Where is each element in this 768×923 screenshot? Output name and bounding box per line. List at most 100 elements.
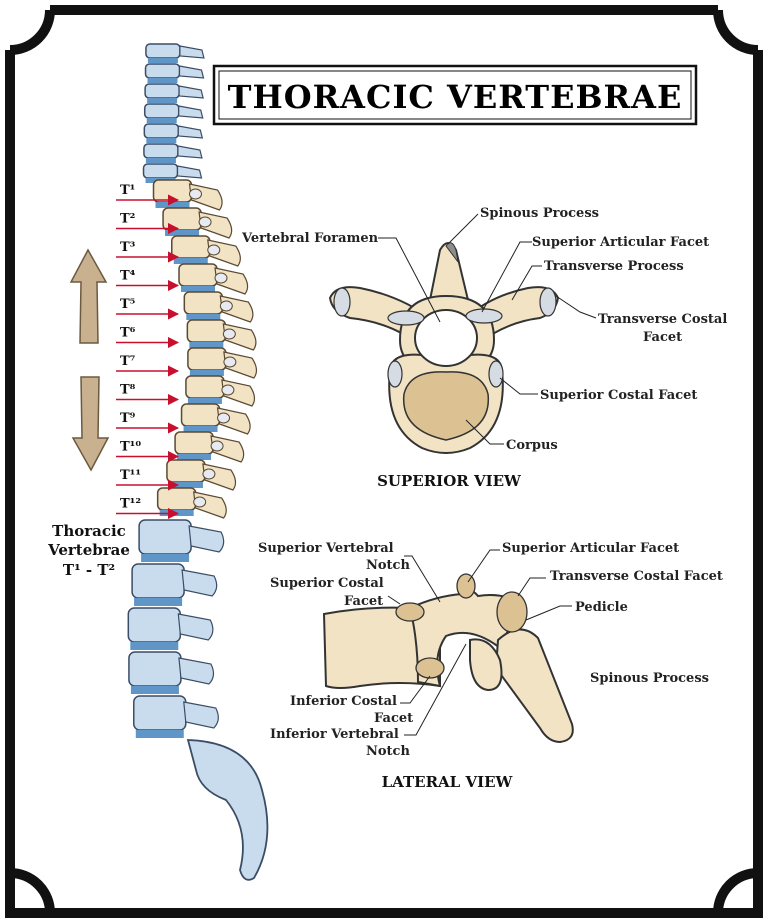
thoracic-facet <box>193 496 207 508</box>
label-superior-vertebral-notch-1: Superior Vertebral <box>258 541 394 556</box>
cervical-process <box>179 45 205 59</box>
cervical-process <box>178 85 204 99</box>
lumbar-vertebra <box>133 695 187 731</box>
lumbar-vertebra <box>138 519 192 555</box>
lumbar-process <box>178 657 215 685</box>
lumbar-disc <box>130 642 179 650</box>
label-superior-vertebral-notch-2: Notch <box>366 558 410 573</box>
label-superior-articular-facet-lateral: Superior Articular Facet <box>502 541 679 556</box>
spine-level-label: T¹⁰ <box>120 440 141 455</box>
cervical-process <box>177 125 204 139</box>
down-arrow-icon <box>71 376 110 472</box>
superior-view-labels: Spinous Process Vertebral Foramen Superi… <box>241 206 727 490</box>
label-transverse-costal-facet-1: Transverse Costal <box>598 312 727 327</box>
thoracic-vertebra <box>152 179 193 203</box>
caption-line-2: Vertebrae <box>47 541 130 559</box>
cervical-vertebra <box>142 163 179 179</box>
thoracic-disc <box>165 230 200 236</box>
thoracic-disc <box>189 370 224 376</box>
thoracic-vertebra <box>178 263 218 287</box>
lumbar-process <box>183 701 219 729</box>
sacrum <box>186 739 269 881</box>
caption-line-1: Thoracic <box>52 522 126 540</box>
spine-level-label: T¹² <box>120 497 141 512</box>
spine-level-label: T⁹ <box>120 411 136 426</box>
thoracic-vertebra <box>186 319 227 343</box>
cervical-vertebra <box>145 43 181 59</box>
label-spinous-process: Spinous Process <box>480 206 599 221</box>
lumbar-vertebra <box>128 651 182 687</box>
cervical-process <box>178 105 204 119</box>
thoracic-caption: Thoracic Vertebrae T¹ - T² <box>47 522 130 579</box>
lateral-view-illustration <box>322 573 574 744</box>
cervical-process <box>177 145 203 159</box>
thoracic-vertebra <box>185 375 225 399</box>
superior-view-caption: SUPERIOR VIEW <box>377 472 522 490</box>
spine-level-label: T⁶ <box>120 326 136 341</box>
cervical-vertebra <box>144 83 180 99</box>
lumbar-disc <box>130 686 179 694</box>
thoracic-vertebra <box>180 403 221 427</box>
thoracic-disc <box>187 398 222 404</box>
lumbar-process <box>181 569 218 597</box>
thoracic-disc <box>177 454 212 460</box>
label-superior-costal-facet-1: Superior Costal <box>270 576 384 591</box>
frame-border <box>5 5 763 918</box>
lumbar-disc <box>135 730 184 738</box>
thoracic-disc <box>155 202 190 208</box>
cervical-vertebra <box>143 103 180 119</box>
cervical-vertebra <box>144 63 181 79</box>
cervical-process <box>176 165 203 179</box>
thoracic-disc <box>186 314 221 320</box>
lateral-view-labels: Superior Vertebral Notch Superior Articu… <box>258 541 723 791</box>
spine-level-label: T⁸ <box>120 383 136 398</box>
thoracic-disc <box>173 258 208 264</box>
cervical-disc <box>147 58 178 63</box>
spine-level-label: T¹¹ <box>120 468 141 483</box>
lumbar-disc <box>141 554 190 562</box>
direction-arrows <box>69 248 110 472</box>
lumbar-process <box>177 613 214 641</box>
label-transverse-costal-facet-2: Facet <box>643 330 682 345</box>
thoracic-facet <box>219 300 233 312</box>
spine-level-label: T⁷ <box>120 354 136 369</box>
thoracic-vertebra <box>174 431 214 455</box>
thoracic-disc <box>168 482 203 488</box>
cervical-disc <box>147 78 178 83</box>
thoracic-vertebra <box>171 235 211 259</box>
cervical-vertebra <box>143 143 179 159</box>
label-inferior-costal-facet-2: Facet <box>374 711 413 726</box>
cervical-disc <box>145 158 176 163</box>
superior-view-illustration <box>328 242 560 454</box>
label-inferior-vertebral-notch-1: Inferior Vertebral <box>270 727 399 742</box>
thoracic-facet <box>210 440 224 452</box>
cervical-disc <box>146 138 177 143</box>
spine-column <box>127 43 269 881</box>
thoracic-vertebra <box>183 291 224 315</box>
spine-level-label: T³ <box>120 240 136 255</box>
label-spinous-process-lateral: Spinous Process <box>590 671 709 686</box>
lumbar-process <box>188 525 225 553</box>
lateral-view-caption: LATERAL VIEW <box>382 773 514 791</box>
superior-view-leaders <box>378 213 597 445</box>
thoracic-vertebra <box>162 207 202 231</box>
cervical-vertebra <box>143 123 180 139</box>
thoracic-vertebra <box>166 459 206 483</box>
spine-level-label: T⁵ <box>120 297 136 312</box>
thoracic-disc <box>183 426 218 432</box>
thoracic-facet <box>223 356 237 368</box>
label-vertebral-foramen: Vertebral Foramen <box>241 231 379 246</box>
thoracic-facet <box>189 188 203 200</box>
cervical-disc <box>146 118 177 123</box>
cervical-disc <box>147 98 178 103</box>
lumbar-disc <box>134 598 183 606</box>
title-box: THORACIC VERTEBRAE <box>212 64 698 126</box>
spine-level-label: T² <box>120 212 135 227</box>
label-superior-costal-facet: Superior Costal Facet <box>540 388 697 403</box>
thoracic-vertebra <box>187 347 227 371</box>
page-title: THORACIC VERTEBRAE <box>228 78 683 116</box>
label-inferior-costal-facet-1: Inferior Costal <box>290 694 397 709</box>
label-superior-articular-facet: Superior Articular Facet <box>532 235 709 250</box>
